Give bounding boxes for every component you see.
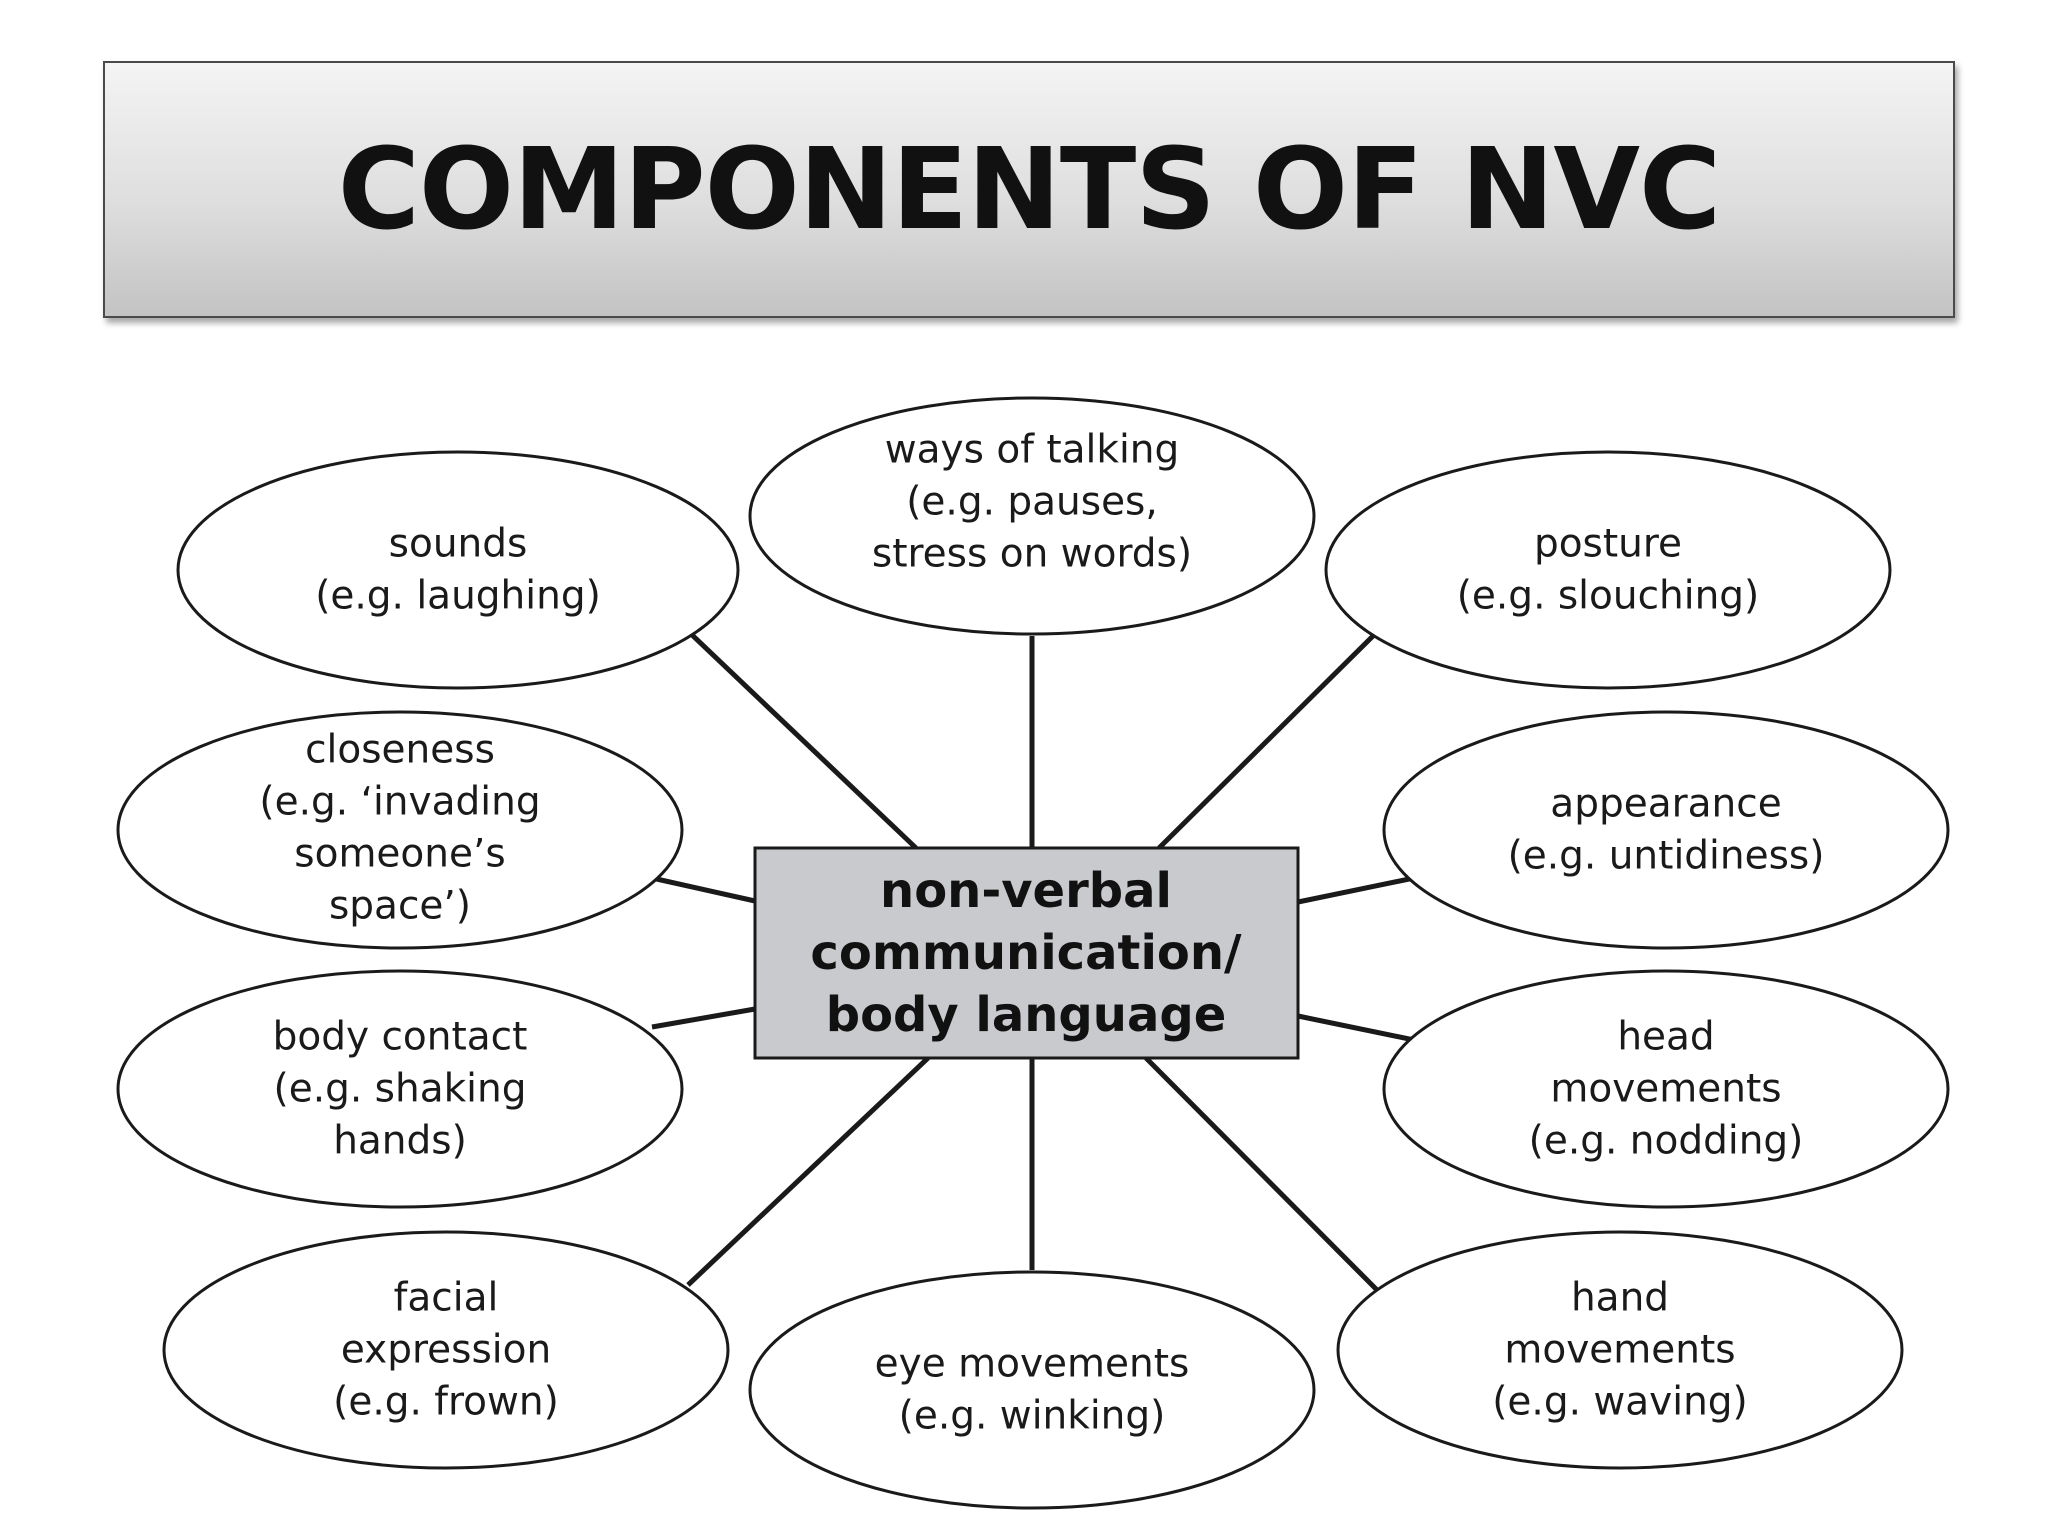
node-label-line: (e.g. frown) xyxy=(333,1380,559,1425)
connector-closeness xyxy=(651,875,756,904)
node-eye-movements: eye movements (e.g. winking) xyxy=(748,1270,1316,1510)
node-facial-expression: facial expression (e.g. frown) xyxy=(162,1230,730,1470)
node-ways-of-talking: ways of talking (e.g. pauses, stress on wo… xyxy=(748,396,1316,636)
center-node: non-verbal communication/body language xyxy=(753,846,1300,1060)
node-label-line: body contact xyxy=(273,1015,528,1060)
node-label-line: someone’s xyxy=(294,832,505,877)
node-ellipse xyxy=(1382,710,1950,950)
node-label-line: movements xyxy=(1550,1067,1781,1112)
node-label-line: hand xyxy=(1571,1276,1669,1321)
node-label-line: closeness xyxy=(305,728,495,773)
connector-lines xyxy=(651,631,1415,1295)
node-label-line: eye movements xyxy=(875,1342,1190,1387)
node-ellipse xyxy=(748,396,1316,636)
title-banner: COMPONENTS OF NVC xyxy=(103,61,1955,318)
node-label-line: (e.g. waving) xyxy=(1492,1380,1748,1425)
node-ellipse xyxy=(748,1270,1316,1510)
component-nodes: ways of talking (e.g. pauses, stress on wo… xyxy=(116,396,1950,1510)
connector-facial-expression xyxy=(686,1056,930,1287)
connector-body-contact xyxy=(651,1006,756,1030)
node-appearance: appearance (e.g. untidiness) xyxy=(1382,710,1950,950)
connector-sounds xyxy=(688,631,918,850)
center-box xyxy=(753,846,1300,1060)
node-ellipse xyxy=(162,1230,730,1470)
node-ellipse xyxy=(176,450,740,690)
node-label-line: (e.g. shaking xyxy=(274,1067,527,1112)
node-label-line: head xyxy=(1617,1015,1714,1060)
node-closeness: closeness (e.g. ‘invading someone’s space’) xyxy=(116,710,684,950)
node-label-line: movements xyxy=(1504,1328,1735,1373)
node-label-line: space’) xyxy=(329,884,471,929)
node-sounds: sounds (e.g. laughing) xyxy=(176,450,740,690)
node-head-movements: head movements (e.g. nodding) xyxy=(1382,969,1950,1209)
connector-appearance xyxy=(1297,875,1415,905)
connector-posture xyxy=(1157,631,1378,850)
node-label-line: hands) xyxy=(333,1119,467,1164)
node-label-line: stress on words) xyxy=(872,532,1192,577)
node-label-line: (e.g. nodding) xyxy=(1529,1119,1804,1164)
center-label-line: body language xyxy=(826,987,1227,1043)
node-hand-movements: hand movements (e.g. waving) xyxy=(1336,1230,1904,1470)
node-ellipse xyxy=(116,710,684,950)
node-label-line: (e.g. untidiness) xyxy=(1508,834,1825,879)
node-ellipse xyxy=(116,969,684,1209)
node-label-line: posture xyxy=(1534,522,1682,567)
node-label-line: appearance xyxy=(1550,782,1781,827)
node-ellipse xyxy=(1336,1230,1904,1470)
center-label-line: non-verbal xyxy=(880,863,1172,919)
node-label-line: (e.g. ‘invading xyxy=(259,780,540,825)
node-label-line: sounds xyxy=(389,522,528,567)
node-label-line: facial xyxy=(394,1276,499,1321)
center-label-line: communication/ xyxy=(810,925,1242,981)
page-title: COMPONENTS OF NVC xyxy=(337,124,1722,255)
connector-hand-movements xyxy=(1144,1056,1382,1295)
node-ellipse xyxy=(1324,450,1892,690)
node-label-line: ways of talking xyxy=(885,428,1180,473)
node-ellipse xyxy=(1382,969,1950,1209)
node-label-line: (e.g. laughing) xyxy=(315,574,601,619)
node-label-line: (e.g. slouching) xyxy=(1457,574,1760,619)
node-label-line: (e.g. winking) xyxy=(899,1394,1166,1439)
node-label-line: (e.g. pauses, xyxy=(906,480,1158,525)
node-posture: posture (e.g. slouching) xyxy=(1324,450,1892,690)
node-body-contact: body contact (e.g. shaking hands) xyxy=(116,969,684,1209)
connector-head-movements xyxy=(1297,1013,1415,1043)
node-label-line: expression xyxy=(341,1328,551,1373)
